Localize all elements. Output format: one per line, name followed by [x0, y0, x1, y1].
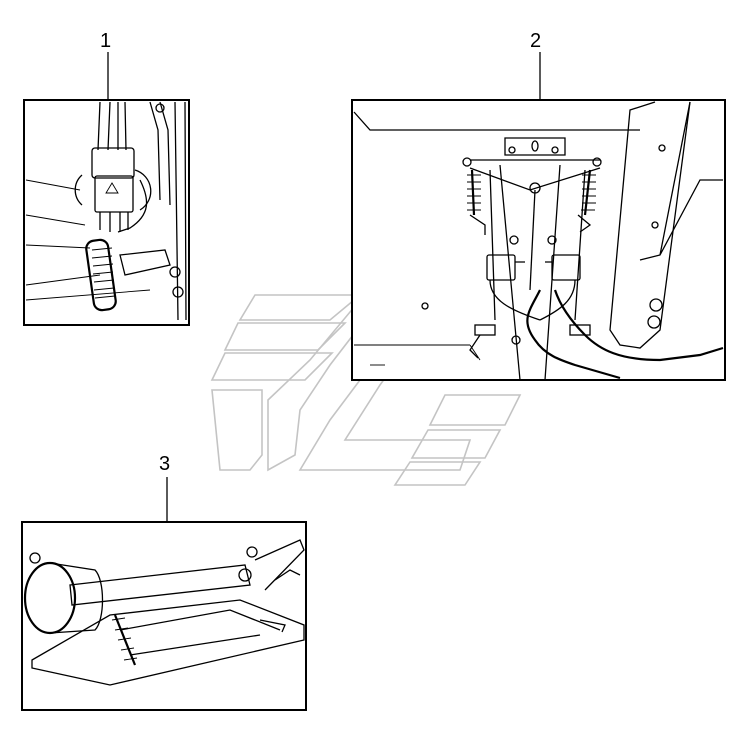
- lever-switch-drawing: [25, 101, 187, 321]
- callout-2: 2: [530, 30, 541, 100]
- callout-3: 3: [159, 453, 170, 522]
- callout-label-1: 1: [100, 30, 111, 52]
- callout-label-2: 2: [530, 30, 541, 52]
- pedal-assembly-drawing: [23, 539, 305, 686]
- detail-panel-2: [351, 99, 726, 381]
- linkage-drawing: [353, 101, 724, 381]
- detail-panel-1: [23, 99, 190, 326]
- detail-panel-3: [21, 521, 307, 711]
- callout-1: 1: [100, 30, 111, 100]
- callout-label-3: 3: [159, 453, 170, 475]
